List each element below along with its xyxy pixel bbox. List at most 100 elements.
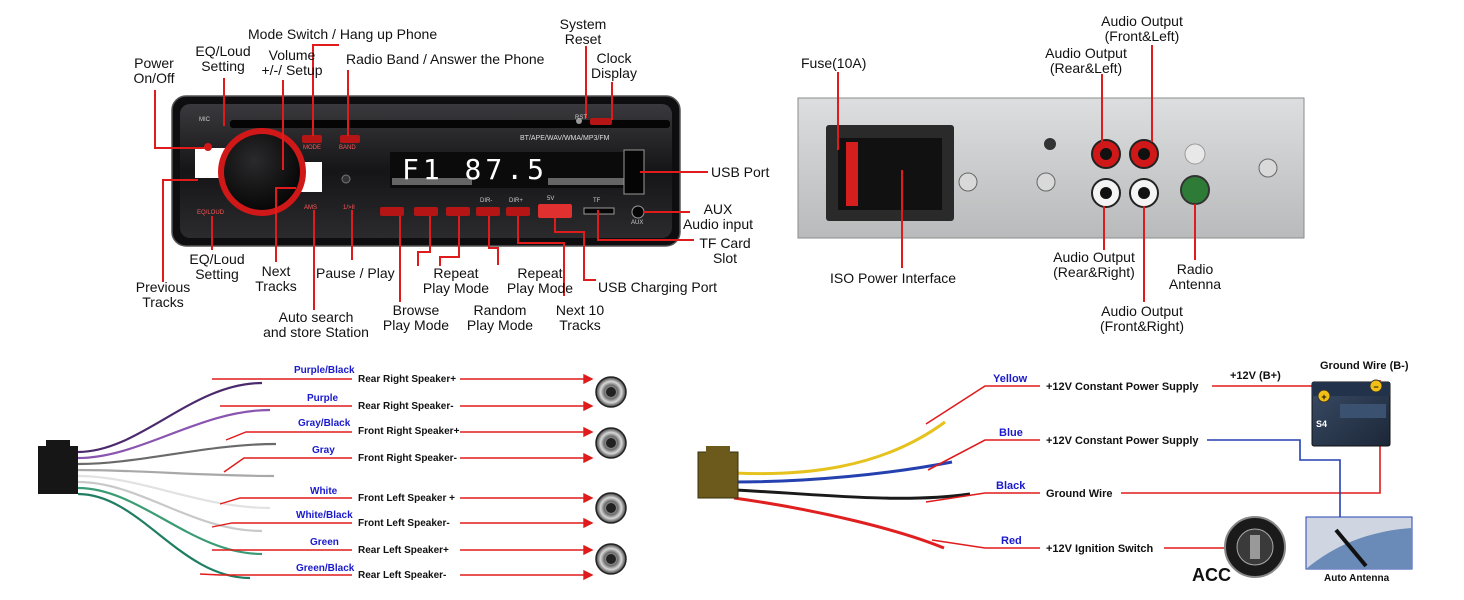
format-strip: BT/APE/WAV/WMA/MP3/FM xyxy=(520,135,610,142)
speaker-leader-2 xyxy=(225,431,352,441)
antenna-photo-car xyxy=(1306,528,1412,569)
callout-iso: ISO Power Interface xyxy=(830,270,957,286)
minus-sign: − xyxy=(1373,382,1378,392)
callout-repeat-2: Repeat Play Mode xyxy=(506,265,574,296)
pwr-wire-color-1: Blue xyxy=(999,427,1023,439)
callout-next: Next Tracks xyxy=(255,263,297,294)
power-connector-tab xyxy=(706,446,730,454)
mode-button[interactable] xyxy=(302,135,322,143)
speaker-connector xyxy=(38,446,78,494)
callout-out-rear-left: Audio Output (Rear&Left) xyxy=(1045,45,1127,76)
dir-plus-label: DIR+ xyxy=(509,198,523,204)
callout-out-front-left: Audio Output (Front&Left) xyxy=(1101,13,1183,44)
spk-function-1: Rear Right Speaker- xyxy=(358,401,454,412)
band-button[interactable] xyxy=(340,135,360,143)
lcd-bar-left xyxy=(392,178,472,185)
ams-label: AMS xyxy=(304,205,318,211)
pwr-function-1: +12V Constant Power Supply xyxy=(1046,435,1199,447)
callout-usb-port: USB Port xyxy=(711,164,770,180)
callout-antenna: Radio Antenna xyxy=(1168,261,1222,292)
plus-sign: + xyxy=(1321,392,1326,402)
power-button[interactable] xyxy=(204,143,212,151)
ignition-key xyxy=(1224,516,1286,578)
spk-wire-color-4: White xyxy=(310,486,338,497)
speaker-arrow-head-3 xyxy=(583,452,594,464)
auto-antenna-photo xyxy=(1305,516,1413,570)
tf-label: TF xyxy=(593,198,601,204)
preset-button-4[interactable] xyxy=(446,207,470,216)
ignition-slot xyxy=(1250,535,1260,559)
clock-button[interactable] xyxy=(590,118,612,125)
callout-mode-switch: Mode Switch / Hang up Phone xyxy=(248,26,438,42)
ir-sensor xyxy=(341,174,351,184)
reset-button[interactable] xyxy=(576,118,582,124)
acc-label: ACC xyxy=(1192,565,1231,585)
antenna-lead xyxy=(1207,439,1341,520)
callout-previous: Previous Tracks xyxy=(135,279,191,310)
callout-volume: Volume +/-/ Setup xyxy=(261,47,323,78)
pwr-function-3: +12V Ignition Switch xyxy=(1046,543,1154,555)
wire-blue xyxy=(733,460,953,484)
callout-random: Random Play Mode xyxy=(466,302,534,333)
power-connector xyxy=(697,451,739,499)
auto-antenna-label: Auto Antenna xyxy=(1324,573,1390,584)
speaker-leader-7 xyxy=(199,573,352,576)
mode-label: MODE xyxy=(303,145,321,151)
preset-button-2[interactable] xyxy=(380,207,404,216)
callout-fuse: Fuse(10A) xyxy=(801,55,867,71)
spk-function-5: Front Left Speaker- xyxy=(358,518,450,529)
speaker-connector-tab xyxy=(46,440,70,448)
ground-wire-label: Ground Wire (B-) xyxy=(1320,360,1409,372)
spk-function-7: Rear Left Speaker- xyxy=(358,570,447,581)
speaker-wire-5 xyxy=(77,480,263,533)
battery-minus-terminal xyxy=(1369,379,1383,393)
battery-plus-terminal xyxy=(1317,389,1331,403)
speaker-arrow-head-0 xyxy=(583,373,594,385)
spk-function-6: Rear Left Speaker+ xyxy=(358,545,449,556)
speaker-leader-3 xyxy=(223,457,352,473)
rca-front-left-pin xyxy=(1138,148,1150,160)
spk-wire-color-3: Gray xyxy=(312,445,335,456)
callout-next10: Next 10 Tracks xyxy=(555,302,605,333)
callout-tf-card: TF Card Slot xyxy=(699,235,751,266)
aux-jack[interactable] xyxy=(631,205,645,219)
speaker-arrow-head-4 xyxy=(583,492,594,504)
spk-wire-color-2: Gray/Black xyxy=(298,418,351,429)
pwr-wire-color-0: Yellow xyxy=(993,373,1028,385)
spk-function-3: Front Right Speaker- xyxy=(358,453,457,464)
wire-yellow xyxy=(733,420,946,476)
callout-aux: AUX Audio input xyxy=(682,201,754,232)
volume-knob[interactable] xyxy=(224,134,300,210)
speaker-wires xyxy=(77,381,277,580)
preset-button-3[interactable] xyxy=(414,207,438,216)
rca-rear-left-pin xyxy=(1100,148,1112,160)
front-leaders xyxy=(154,44,708,310)
speaker-leader-4 xyxy=(219,497,352,505)
lcd-text: F1 87.5 xyxy=(401,153,548,186)
fuse xyxy=(846,142,858,206)
speaker-wire-1 xyxy=(77,408,271,460)
speaker-wire-3 xyxy=(77,468,275,478)
rear-panel xyxy=(797,97,1305,239)
usb-charge-port[interactable] xyxy=(538,204,572,218)
wire-red xyxy=(733,496,945,550)
speaker-icon-cone-3 xyxy=(606,554,616,564)
speaker-wire-0 xyxy=(77,381,263,454)
usb-charge-label: 5V xyxy=(547,196,555,202)
rca-front-right-pin xyxy=(1138,187,1150,199)
pwr-function-0: +12V Constant Power Supply xyxy=(1046,381,1199,393)
spk-wire-color-5: White/Black xyxy=(296,510,353,521)
dir-plus-button[interactable] xyxy=(506,207,530,216)
aux-label: AUX xyxy=(631,220,644,226)
speaker-icons xyxy=(595,376,627,575)
callout-eq-top: EQ/Loud Setting xyxy=(195,43,251,74)
callout-radio-band: Radio Band / Answer the Phone xyxy=(346,51,545,67)
callout-clock: Clock Display xyxy=(591,50,637,81)
screw-right xyxy=(1258,158,1278,178)
antenna-socket[interactable] xyxy=(1180,175,1210,205)
pause-key-label: 1/>II xyxy=(343,205,355,211)
speaker-icon-cone-2 xyxy=(606,503,616,513)
dir-minus-button[interactable] xyxy=(476,207,500,216)
